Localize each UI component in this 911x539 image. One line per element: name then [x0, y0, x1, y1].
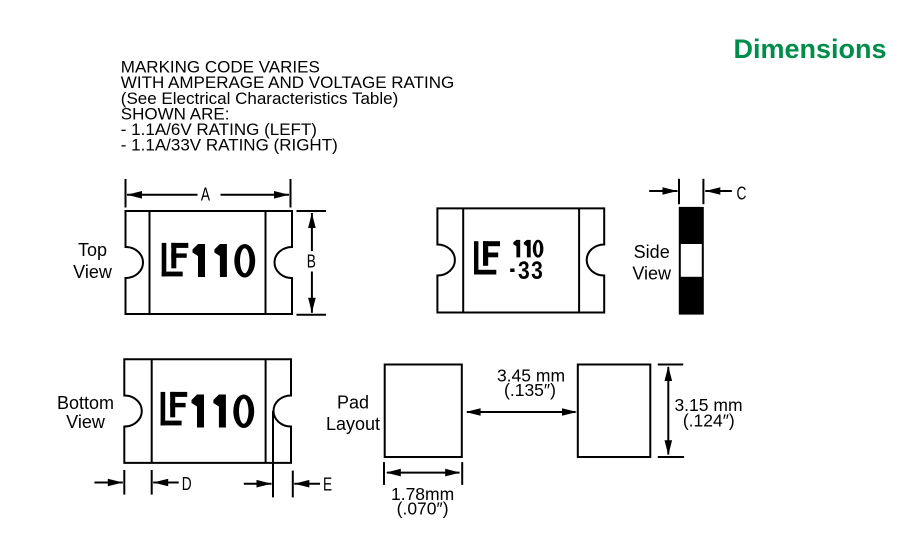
svg-text:B: B [307, 252, 316, 272]
svg-text:A: A [201, 185, 210, 205]
svg-text:3.45 mm: 3.45 mm [497, 365, 565, 385]
svg-text:View: View [73, 262, 113, 282]
svg-text:D: D [182, 474, 192, 494]
svg-text:View: View [632, 264, 672, 284]
svg-text:(.124″): (.124″) [683, 410, 735, 430]
svg-text:- 1.1A/6V RATING (LEFT): - 1.1A/6V RATING (LEFT) [121, 120, 317, 139]
svg-text:Top: Top [78, 240, 107, 260]
svg-text:Bottom: Bottom [57, 393, 114, 413]
svg-text:3.15 mm: 3.15 mm [674, 395, 742, 415]
svg-text:Dimensions: Dimensions [734, 34, 887, 64]
svg-text:View: View [66, 412, 106, 432]
svg-text:(.135″): (.135″) [504, 380, 556, 400]
svg-text:- 1.1A/33V RATING (RIGHT): - 1.1A/33V RATING (RIGHT) [121, 136, 338, 155]
svg-text:Side: Side [634, 242, 670, 262]
svg-text:1.78mm: 1.78mm [391, 484, 454, 504]
svg-text:(.070″): (.070″) [397, 499, 449, 519]
svg-text:E: E [323, 475, 332, 495]
svg-text:33: 33 [518, 256, 544, 284]
svg-text:SHOWN ARE:: SHOWN ARE: [121, 104, 230, 123]
svg-text:WITH AMPERAGE AND VOLTAGE RATI: WITH AMPERAGE AND VOLTAGE RATING [121, 73, 454, 92]
svg-text:C: C [736, 183, 746, 203]
svg-text:Pad: Pad [337, 393, 369, 413]
svg-text:(See Electrical Characteristic: (See Electrical Characteristics Table) [121, 89, 398, 108]
svg-text:Layout: Layout [326, 414, 380, 434]
svg-text:MARKING CODE VARIES: MARKING CODE VARIES [121, 58, 320, 77]
